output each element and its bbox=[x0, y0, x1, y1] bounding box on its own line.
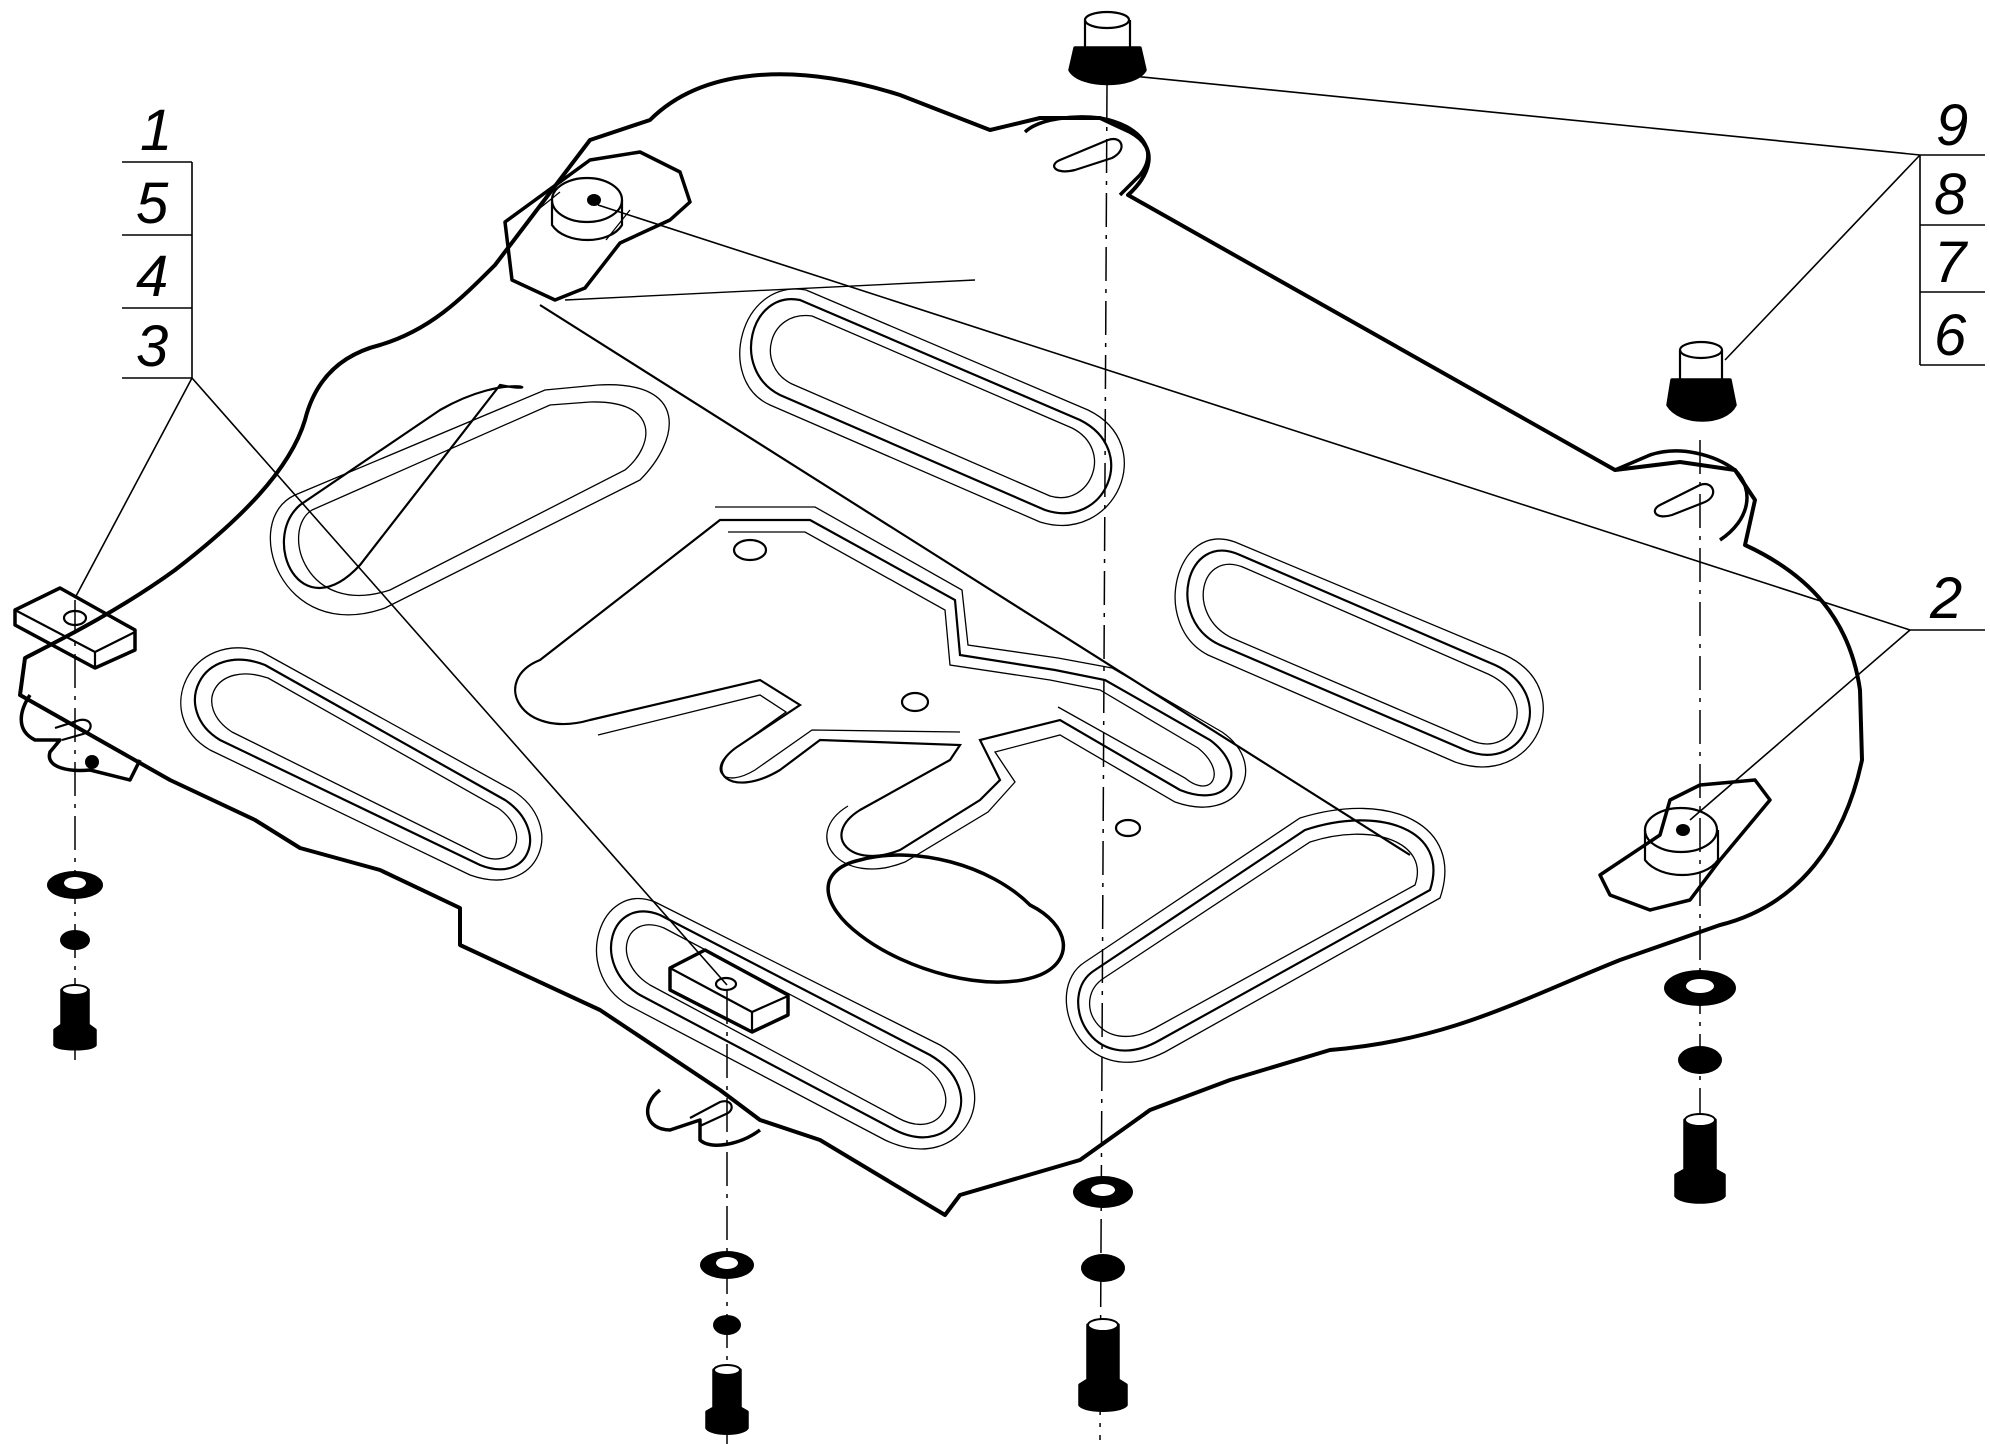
slot-hole bbox=[689, 1100, 733, 1127]
oval-cutout bbox=[826, 853, 1066, 984]
hole bbox=[85, 755, 99, 769]
callout-1: 1 bbox=[140, 98, 172, 163]
right-slot-tab bbox=[1614, 449, 1749, 542]
rib-slot-right-lower bbox=[1065, 807, 1446, 1063]
callout-2-group: 2 bbox=[597, 204, 1985, 821]
bend-line-top bbox=[564, 279, 976, 301]
leader-3 bbox=[74, 377, 728, 986]
rib-slot-bottom-center bbox=[595, 898, 976, 1150]
rib-slot-left-lower bbox=[180, 647, 543, 881]
flange-nut-right bbox=[1666, 340, 1737, 422]
fastener-stack-mid bbox=[1073, 1176, 1133, 1412]
cage-nut-right bbox=[1643, 806, 1720, 877]
cage-nut-top bbox=[550, 176, 624, 242]
slot-hole bbox=[1653, 482, 1715, 518]
left-slot-tab bbox=[19, 694, 142, 782]
fastener-stack-center bbox=[700, 1251, 754, 1435]
hole bbox=[1114, 818, 1142, 838]
left-shim-plate bbox=[13, 586, 137, 670]
rib-slot-right-upper bbox=[1174, 538, 1544, 768]
bottom-slot-tab bbox=[645, 1088, 762, 1147]
callout-8: 8 bbox=[1934, 162, 1966, 227]
callout-5: 5 bbox=[136, 171, 169, 236]
hole bbox=[900, 691, 930, 713]
callout-4: 4 bbox=[136, 244, 168, 309]
leader-9 bbox=[1121, 74, 1921, 361]
callout-stack-right: 9 8 7 6 bbox=[1121, 74, 1985, 368]
bend-line-center bbox=[539, 304, 1411, 856]
slot-hole bbox=[1053, 137, 1123, 173]
rib-w-center bbox=[514, 506, 1247, 870]
flange-nut-top bbox=[1068, 10, 1147, 86]
callout-9: 9 bbox=[1936, 93, 1968, 158]
right-mount-tab bbox=[1598, 778, 1772, 912]
fastener-stack-right bbox=[1664, 970, 1736, 1204]
top-slot-tab bbox=[1023, 115, 1150, 197]
rib-slot-top bbox=[739, 288, 1125, 526]
callout-2: 2 bbox=[1929, 566, 1962, 631]
rib-slot-left-upper bbox=[269, 383, 670, 616]
slot-hole bbox=[54, 718, 92, 742]
top-left-mount-tab bbox=[503, 150, 692, 302]
skid-plate-outline bbox=[18, 72, 1864, 1217]
fastener-stack-left bbox=[47, 871, 103, 1051]
callout-7: 7 bbox=[1934, 230, 1969, 295]
hole bbox=[732, 538, 768, 562]
axis-center bbox=[1099, 84, 1108, 1441]
callout-6: 6 bbox=[1934, 303, 1967, 368]
callout-stack-left: 1 5 4 3 bbox=[74, 98, 728, 986]
callout-3: 3 bbox=[136, 314, 168, 379]
leader-2 bbox=[597, 204, 1911, 821]
